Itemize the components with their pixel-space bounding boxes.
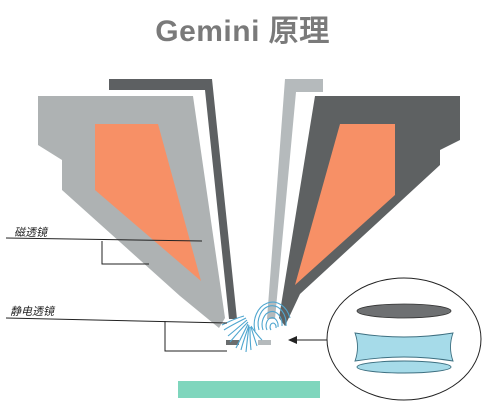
electrostatic-lens-leader (5, 317, 228, 324)
diagram-title: Gemini 原理 (155, 15, 330, 48)
field-lines (253, 301, 291, 332)
magnetic-lens-leader (5, 237, 203, 242)
right-coil (295, 124, 395, 285)
inset-pointer-arrowhead (288, 336, 297, 344)
inset-bottom-disc (356, 360, 452, 374)
left-coil (95, 124, 201, 281)
right-liner (267, 79, 323, 319)
magnetic-lens-label: 磁透镜 (14, 226, 47, 239)
inset-top-disc (356, 303, 452, 319)
magnetic-lens-bracket (101, 241, 149, 265)
electrostatic-lens-bracket (164, 321, 227, 352)
electrostatic-lens-label: 静电透镜 (10, 305, 54, 318)
electron-beam (221, 315, 263, 353)
inset-concave-lens (354, 332, 454, 362)
sample-stage (178, 381, 320, 398)
left-electrode-tip (226, 340, 239, 345)
right-electrode-tip (258, 340, 271, 345)
